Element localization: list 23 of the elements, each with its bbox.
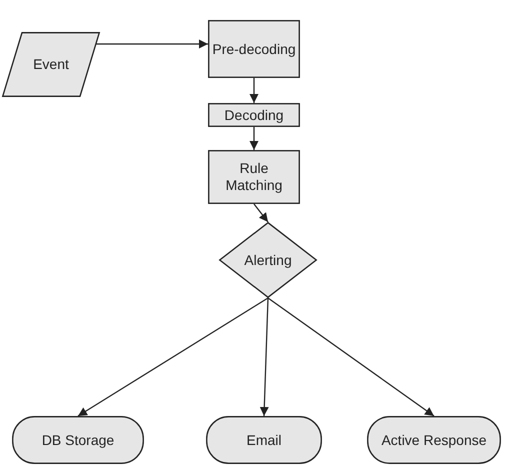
arrow	[260, 298, 269, 416]
input-parallelogram	[2, 32, 100, 97]
node-label: Event	[32, 56, 70, 73]
arrow	[268, 298, 434, 416]
terminal-box	[206, 416, 322, 464]
terminal-box	[367, 416, 501, 464]
arrow	[96, 40, 208, 48]
node-label: Rule Matching	[224, 160, 284, 194]
decision-diamond	[219, 222, 317, 298]
process-box	[208, 20, 300, 78]
arrow	[250, 127, 258, 150]
arrow	[78, 298, 268, 416]
node-label: DB Storage	[40, 432, 116, 448]
arrow	[250, 78, 258, 103]
node-label: Decoding	[223, 106, 285, 124]
node-label: Email	[245, 432, 282, 448]
process-box	[208, 103, 300, 127]
node-label: Active Response	[380, 432, 488, 448]
node-label: Pre-decoding	[211, 40, 297, 58]
arrow	[254, 204, 268, 222]
terminal-box	[12, 416, 144, 464]
process-box	[208, 150, 300, 204]
node-label: Alerting	[243, 252, 293, 268]
